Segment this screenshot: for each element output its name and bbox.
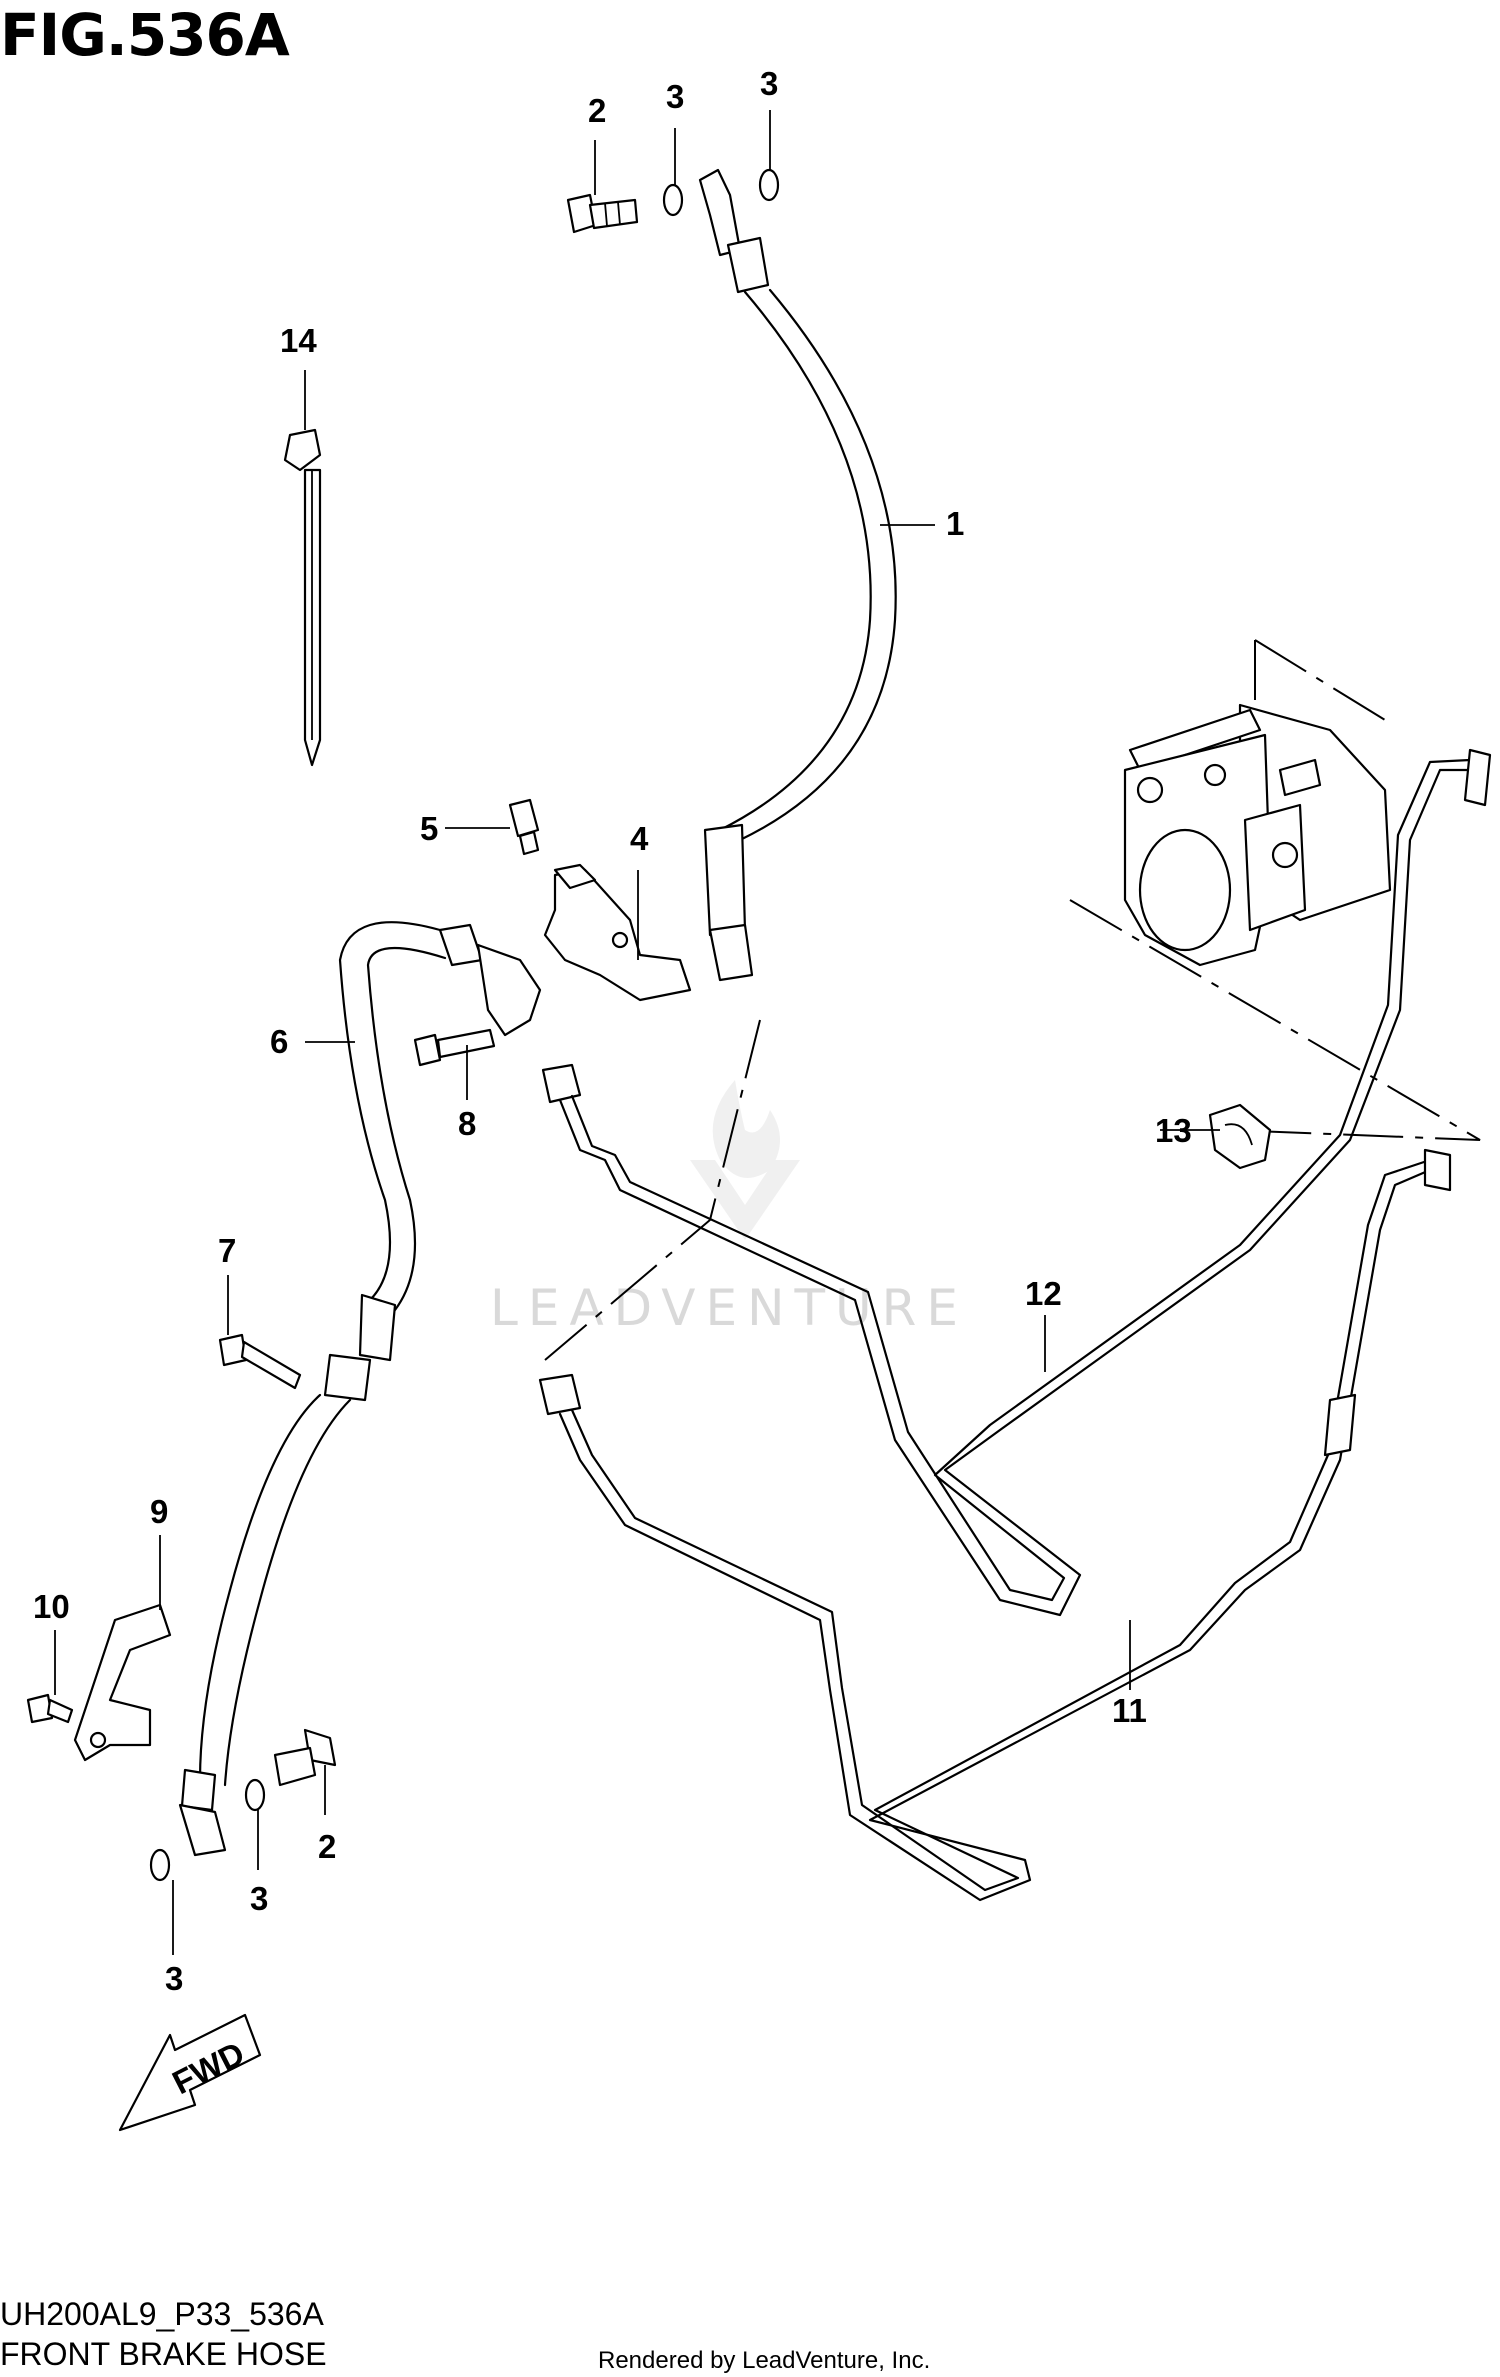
washer-icon [662,183,684,217]
washer-icon [149,1848,171,1882]
callout-6: 6 [270,1023,288,1060]
washer-icon [758,168,780,202]
callout-3: 3 [250,1880,268,1917]
screw-icon [508,798,540,856]
pipe-clamp-icon [1208,1103,1272,1170]
callout-9: 9 [150,1493,168,1530]
hose-clamp-bracket-icon [73,1603,172,1762]
figure-name: FRONT BRAKE HOSE [0,2336,327,2372]
brake-pipe-icon [541,748,1492,1617]
figure-code: UH200AL9_P33_536A [0,2296,324,2332]
callout-14: 14 [280,322,317,359]
bolt-icon [26,1693,74,1724]
bolt-icon [413,1028,496,1067]
union-bolt-icon [273,1728,337,1787]
callout-3: 3 [760,65,778,102]
callout-5: 5 [420,810,438,847]
watermark-logo-icon [690,1080,800,1240]
callout-8: 8 [458,1105,476,1142]
callout-leaders [54,110,1220,1955]
rendered-credit: Rendered by LeadVenture, Inc. [598,2347,930,2374]
callout-3: 3 [165,1960,183,1997]
brake-hose-upper-icon [698,168,897,982]
washer-icon [244,1778,266,1812]
watermark-text: LEADVENTURE [490,1279,968,1337]
figure-title: FIG.536A [0,1,290,69]
callout-7: 7 [218,1232,236,1269]
callout-12: 12 [1025,1275,1062,1312]
abs-unit-icon [1123,703,1392,967]
cable-tie-icon [283,428,322,767]
fwd-arrow-icon: FWD [118,2013,262,2132]
brake-hose-lower-icon [178,921,542,1857]
callout-13: 13 [1155,1112,1192,1149]
hose-bracket-icon [543,863,692,1002]
callout-2: 2 [588,92,606,129]
callout-1: 1 [946,505,964,542]
bolt-icon [218,1333,302,1390]
callout-3: 3 [666,78,684,115]
brake-pipe-icon [538,1148,1452,1902]
callout-10: 10 [33,1588,70,1625]
callout-2: 2 [318,1828,336,1865]
callout-11: 11 [1112,1692,1147,1729]
union-bolt-icon [566,193,639,234]
callout-4: 4 [630,820,649,857]
